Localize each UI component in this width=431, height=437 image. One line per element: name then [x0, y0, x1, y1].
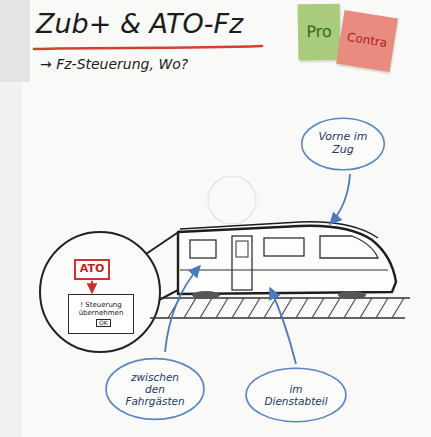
callout-ellipse: zwischen den Fahrgästen [104, 356, 206, 422]
flipchart-paper [22, 0, 431, 437]
ellipse-outline [302, 118, 385, 170]
node-text: OK [99, 320, 108, 327]
leader-arrow [165, 266, 200, 352]
subtitle-text: → Fz-Steuerung, Wo? [40, 56, 188, 72]
train-window [264, 238, 304, 256]
track-sleepers [168, 298, 404, 318]
background-sheet [0, 0, 30, 82]
train-bogie [192, 291, 220, 299]
callout-ellipse: im Dienstabteil [244, 366, 348, 424]
train-bogie [338, 291, 366, 299]
track-rails [150, 298, 410, 318]
node-text: ! Steuerung übernehmen [72, 301, 130, 317]
train-windshield [320, 236, 378, 258]
node-text: Pro [306, 23, 332, 42]
node-text: zwischen den Fahrgästen [120, 371, 190, 407]
zoom-connector [146, 231, 180, 254]
ato-box: ATO [74, 259, 110, 280]
ellipse-outline [106, 359, 204, 420]
node-text: Contra [346, 31, 388, 51]
callout-ellipse: Vorne im Zug [300, 116, 386, 172]
screen-dialog: ! Steuerung übernehmenOK [68, 294, 134, 334]
node-text: ATO [80, 263, 105, 276]
pro-sticky-note: Pro [298, 4, 341, 61]
train-body [178, 226, 396, 294]
title-text: Zub+ & ATO-Fz [36, 8, 243, 39]
ok-button: OK [96, 319, 111, 328]
node-text: Vorne im Zug [314, 131, 372, 156]
contra-sticky-note: Contra [336, 10, 398, 72]
title-underline [34, 46, 262, 49]
train-window [190, 240, 216, 258]
train-door [232, 236, 252, 290]
train-door-window [236, 241, 248, 257]
node-text: im Dienstabteil [257, 383, 335, 407]
arrow-connector [91, 281, 93, 293]
zoom-circle [40, 232, 160, 352]
train-stripe [180, 269, 388, 270]
leader-arrow [270, 288, 296, 364]
leader-arrow [330, 174, 350, 224]
ellipse-outline [246, 368, 346, 421]
pencil-sketch [208, 176, 256, 224]
